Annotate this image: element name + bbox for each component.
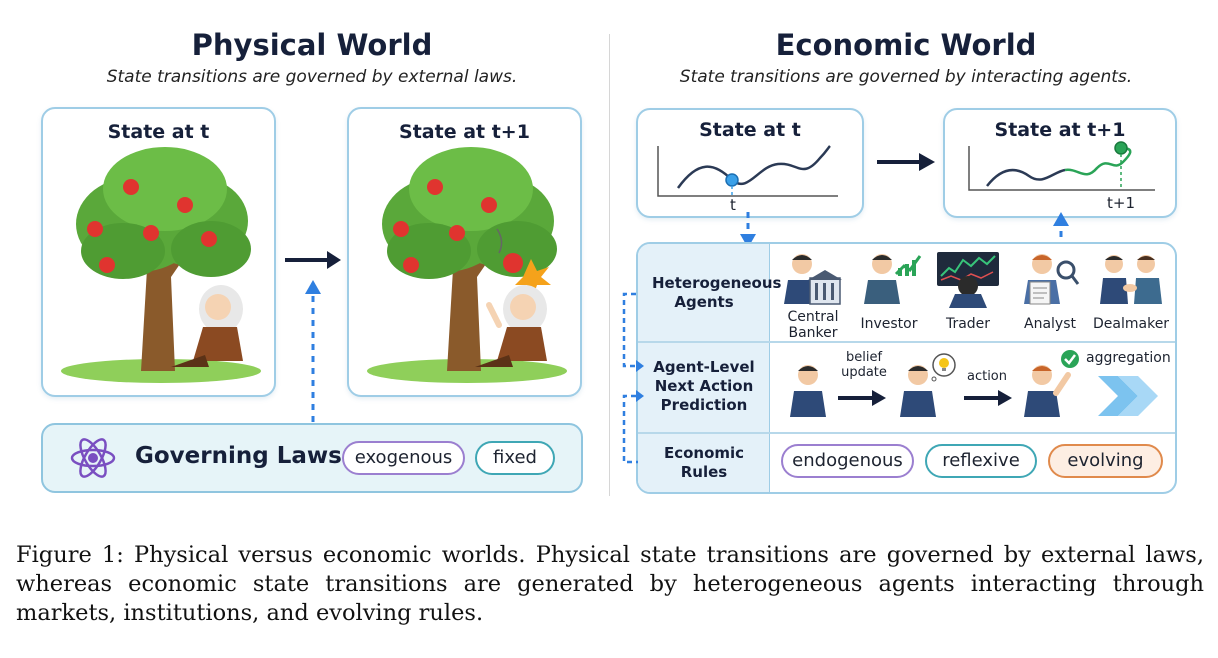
- agent-label-dealmaker: Dealmaker: [1093, 316, 1170, 332]
- aggregation-chevrons-icon: [1098, 376, 1158, 416]
- economic-world-subtitle: State transitions are governed by intera…: [679, 67, 1133, 87]
- agent-before-icon: [790, 365, 826, 417]
- agent-label-analyst: Analyst: [1024, 316, 1076, 332]
- trader-icon: [937, 252, 999, 308]
- belief-update-arrow: [838, 390, 886, 406]
- row-divider-1: [638, 341, 1175, 343]
- laws-dashed-arrow: [305, 280, 321, 422]
- agent-acting-icon: [1024, 350, 1079, 417]
- tick-label-t1: t+1: [1107, 194, 1135, 212]
- economic-state-t-title: State at t: [699, 119, 801, 141]
- falling-apple-illustration: [367, 147, 567, 383]
- state-t-curve-chart: [657, 145, 838, 197]
- physical-state-t1-title: State at t+1: [399, 121, 530, 143]
- feedback-dashed-loop: [622, 292, 644, 464]
- pill-evolving: evolving: [1048, 444, 1163, 478]
- pill-reflexive: reflexive: [925, 444, 1037, 478]
- row-divider-2: [638, 432, 1175, 434]
- physical-transition-arrow: [285, 251, 341, 269]
- physical-state-t1-panel: State at t+1: [347, 107, 582, 397]
- row-label-economic-rules: Economic Rules: [663, 444, 745, 481]
- atom-icon: [70, 438, 116, 478]
- tick-label-t: t: [730, 196, 736, 214]
- figure-caption: Figure 1: Physical versus economic world…: [16, 542, 1204, 626]
- action-arrow: [964, 390, 1012, 406]
- apple-tree-illustration: [61, 147, 261, 383]
- agent-label-trader: Trader: [945, 316, 991, 332]
- physical-state-t-panel: State at t: [41, 107, 276, 397]
- governing-laws-title: Governing Laws: [135, 443, 342, 469]
- agent-thinking-icon: [900, 353, 956, 417]
- dealmaker-icon: [1100, 255, 1162, 304]
- state-t1-curve-chart: [968, 141, 1155, 191]
- economic-state-t1-title: State at t+1: [994, 119, 1126, 141]
- economic-state-t1-panel: State at t+1 t+1: [943, 108, 1177, 218]
- physical-state-t-title: State at t: [107, 121, 210, 143]
- agent-label-investor: Investor: [860, 316, 918, 332]
- economic-transition-arrow: [877, 153, 935, 171]
- pill-endogenous: endogenous: [781, 444, 914, 478]
- row-label-column: [638, 244, 770, 492]
- row-label-next-action-prediction: Agent-Level Next Action Prediction: [653, 358, 755, 414]
- world-divider: [609, 34, 610, 496]
- governing-laws-box: [41, 423, 583, 493]
- physical-world-subtitle: State transitions are governed by extern…: [106, 67, 518, 87]
- agent-label-central-banker: Central Banker: [787, 309, 839, 341]
- central-banker-icon: [784, 254, 842, 305]
- economic-state-t-panel: State at t t: [636, 108, 864, 218]
- row-label-heterogeneous-agents: Heterogeneous Agents: [652, 274, 782, 311]
- analyst-icon: [1024, 254, 1080, 305]
- pill-exogenous: exogenous: [342, 441, 465, 475]
- physical-world-title: Physical World: [191, 28, 433, 62]
- state-t-down-dashed-arrow: [740, 212, 756, 248]
- action-label: action: [966, 369, 1007, 384]
- economic-world-title: Economic World: [775, 28, 1037, 62]
- pill-fixed: fixed: [475, 441, 555, 475]
- aggregation-label: aggregation: [1086, 350, 1171, 366]
- belief-update-label: belief update: [841, 350, 887, 380]
- investor-icon: [864, 254, 922, 304]
